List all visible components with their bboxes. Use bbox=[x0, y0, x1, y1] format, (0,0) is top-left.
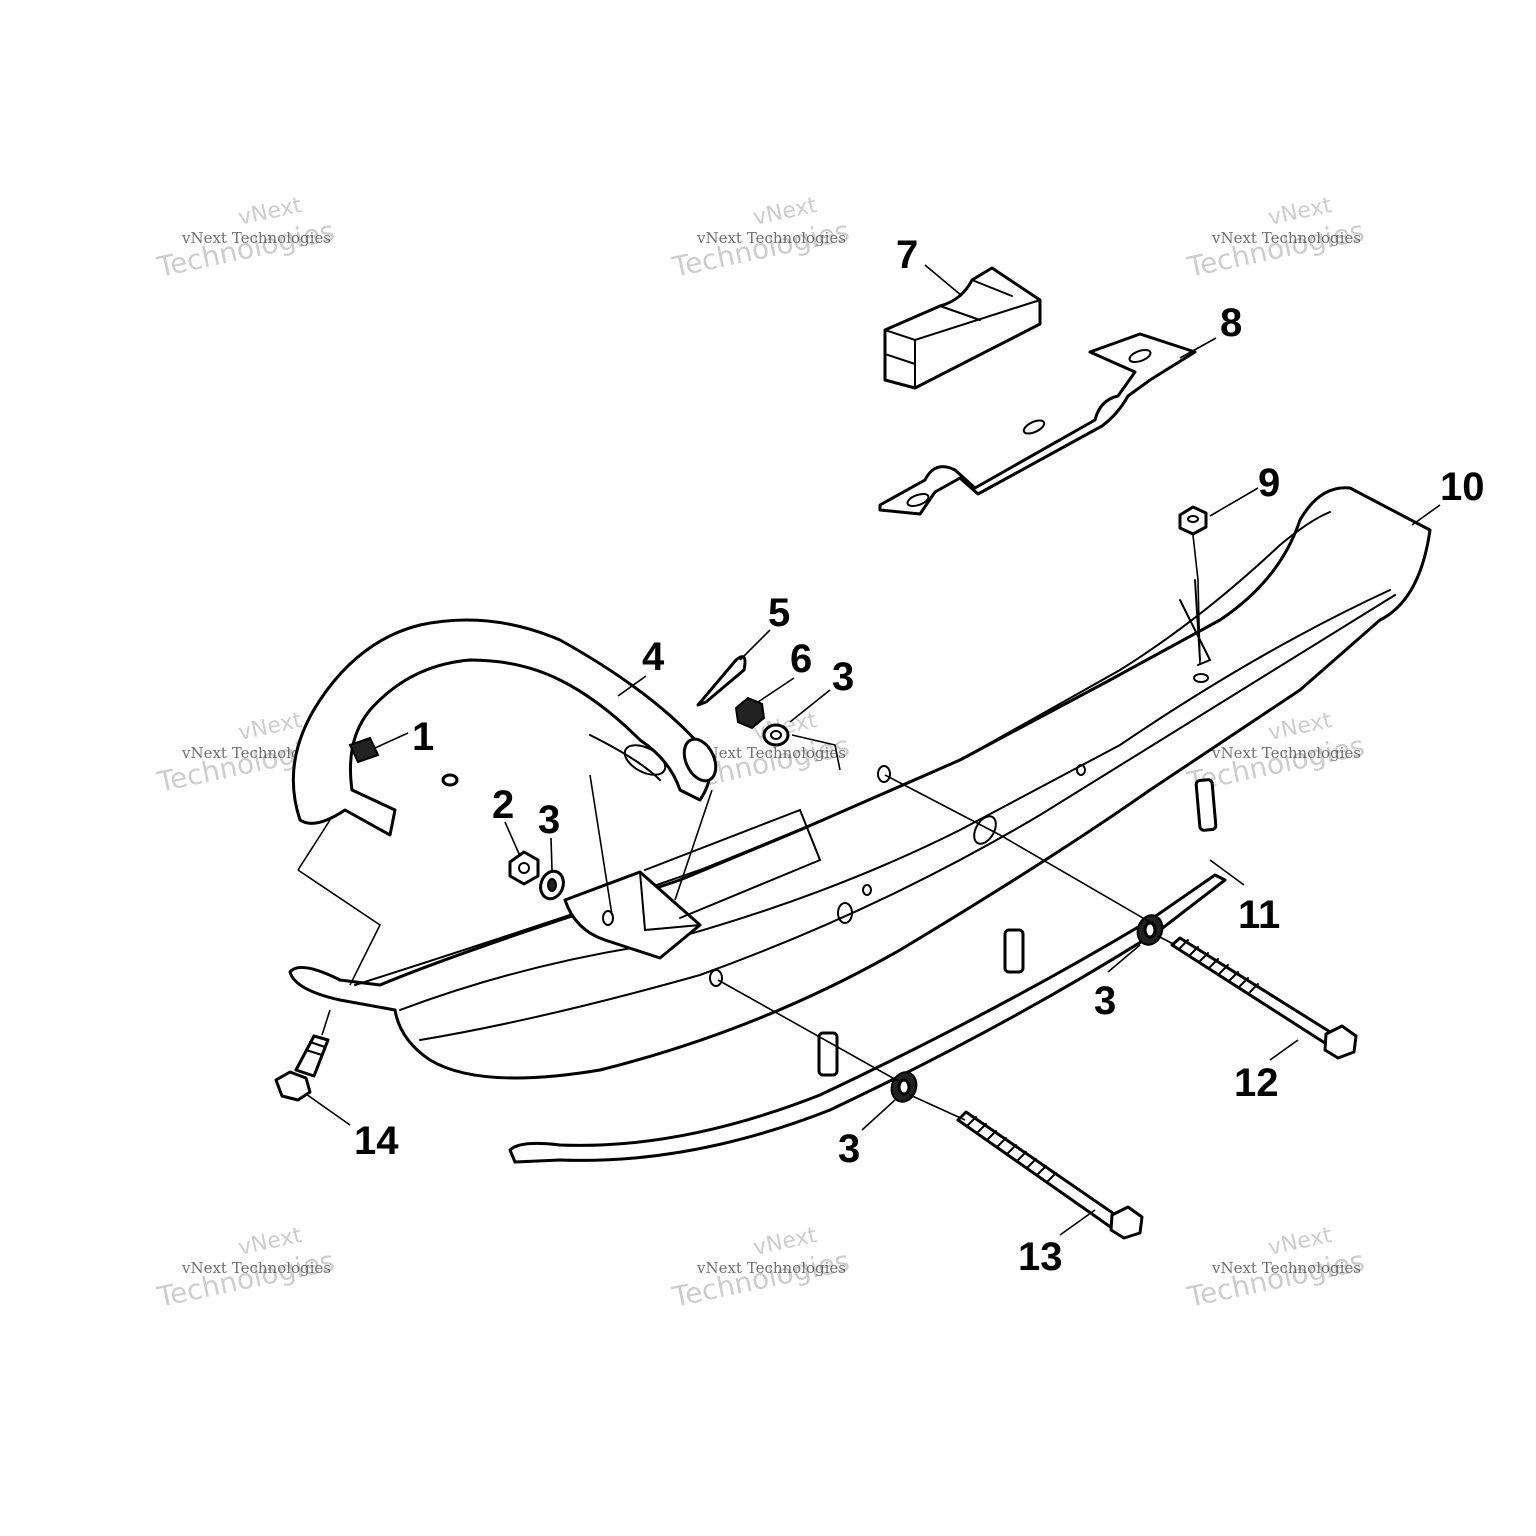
svg-text:vNext Technologies: vNext Technologies bbox=[696, 229, 846, 247]
callout-10: 10 bbox=[1440, 465, 1485, 509]
castle-nut bbox=[734, 696, 766, 730]
svg-text:vNext Technologies: vNext Technologies bbox=[1211, 744, 1361, 762]
flange-bolt bbox=[274, 1034, 330, 1102]
callout-2: 2 bbox=[492, 783, 514, 827]
watermark: vNext Technologies vNext Technologies bbox=[669, 1223, 853, 1314]
washer-top bbox=[762, 723, 790, 747]
washer-bottom bbox=[890, 1071, 918, 1103]
callout-3-left: 3 bbox=[538, 798, 560, 842]
callout-7: 7 bbox=[896, 233, 918, 277]
ski-body bbox=[288, 486, 1432, 1080]
washer-right bbox=[1136, 914, 1164, 946]
callout-13: 13 bbox=[1018, 1235, 1063, 1279]
callout-3-right: 3 bbox=[1094, 979, 1116, 1023]
callout-8: 8 bbox=[1220, 301, 1242, 345]
spindle-bolt-right bbox=[1170, 936, 1358, 1060]
callout-4: 4 bbox=[642, 635, 665, 679]
svg-text:vNext Technologies: vNext Technologies bbox=[696, 1259, 846, 1277]
ski-saddle-block bbox=[883, 266, 1042, 390]
callout-1: 1 bbox=[412, 715, 434, 759]
hex-nut-left bbox=[508, 850, 540, 886]
spindle-bolt-bottom bbox=[956, 1110, 1144, 1240]
callout-12: 12 bbox=[1234, 1061, 1279, 1105]
watermark: vNext Technologies vNext Technologies bbox=[1184, 1223, 1368, 1314]
callout-6: 6 bbox=[790, 637, 812, 681]
svg-text:vNext Technologies: vNext Technologies bbox=[181, 1259, 331, 1277]
watermark: vNext Technologies vNext Technologies bbox=[154, 193, 338, 284]
callout-labels: 1 2 3 4 5 6 3 7 8 9 10 11 3 12 3 13 14 bbox=[354, 233, 1485, 1279]
svg-text:vNext Technologies: vNext Technologies bbox=[181, 229, 331, 247]
callout-14: 14 bbox=[354, 1119, 399, 1163]
svg-text:vNext Technologies: vNext Technologies bbox=[1211, 1259, 1361, 1277]
callout-3-bottom: 3 bbox=[838, 1127, 860, 1171]
watermark: vNext Technologies vNext Technologies bbox=[154, 1223, 338, 1314]
leader-lines bbox=[297, 264, 1441, 1236]
washer-left bbox=[539, 869, 565, 901]
callout-3-top: 3 bbox=[832, 655, 854, 699]
svg-text:vNext Technologies: vNext Technologies bbox=[181, 744, 331, 762]
svg-text:vNext Technologies: vNext Technologies bbox=[696, 744, 846, 762]
cotter-pin bbox=[696, 655, 747, 707]
watermark: vNext Technologies vNext Technologies bbox=[669, 193, 853, 284]
callout-11: 11 bbox=[1238, 893, 1280, 937]
callout-9: 9 bbox=[1258, 461, 1280, 505]
wear-bar-carbide bbox=[508, 778, 1227, 1164]
ski-handle-loop bbox=[291, 618, 718, 837]
callout-5: 5 bbox=[768, 591, 790, 635]
hex-nut-rear bbox=[1178, 505, 1208, 536]
watermark: vNext Technologies vNext Technologies bbox=[1184, 193, 1368, 284]
svg-text:vNext Technologies: vNext Technologies bbox=[1211, 229, 1361, 247]
handle-clip bbox=[348, 736, 380, 764]
ski-mounting-plate bbox=[878, 332, 1197, 516]
